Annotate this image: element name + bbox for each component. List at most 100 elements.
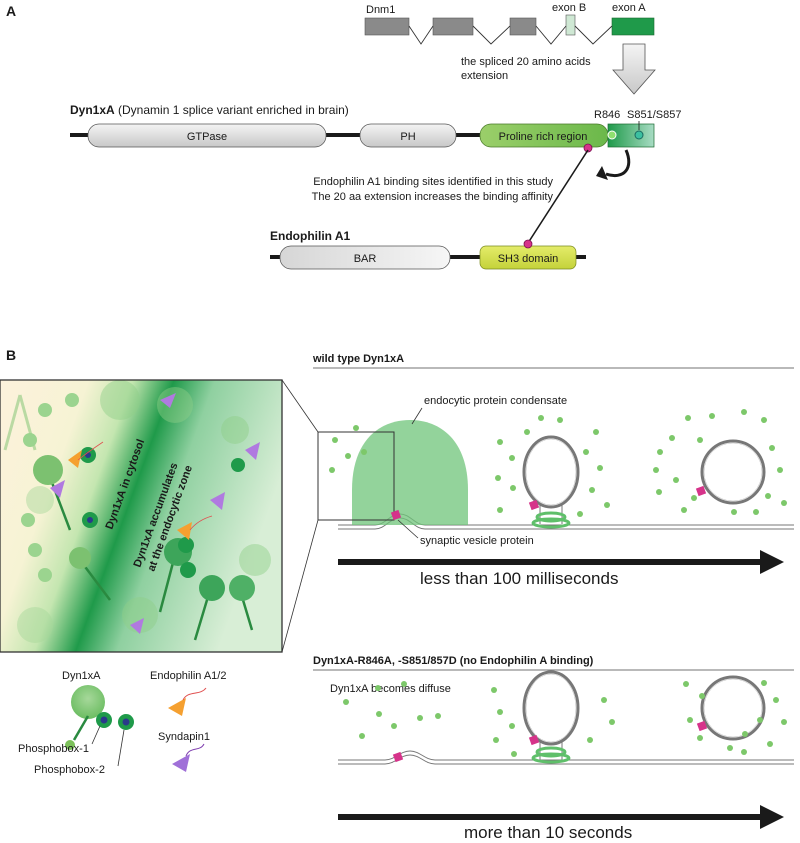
- mutant-dynamin-ring-2: [531, 752, 571, 764]
- binding-note-1: Endophilin A1 binding sites identified i…: [313, 176, 553, 188]
- gene-name: Dnm1: [366, 4, 395, 16]
- wild-type-section: wild type Dyn1xA endocytic protein conde…: [312, 353, 794, 588]
- ph-domain: [359, 123, 457, 148]
- mutant-free-vesicle-inner: [703, 678, 763, 738]
- intron-line-2: [472, 25, 511, 45]
- mutant-time-arrow-head: [760, 805, 784, 829]
- dyn1xa-title: Dyn1xA (Dynamin 1 splice variant enriche…: [70, 103, 349, 117]
- panel-b-legend: Dyn1xA Phosphobox-1 Phosphobox-2 Endophi…: [18, 670, 226, 776]
- wt-time-arrow-head: [760, 550, 784, 574]
- legend-syndapin-tail: [185, 743, 205, 757]
- legend-endophilin-icon: [168, 698, 186, 716]
- mutant-budding-vesicle: [522, 670, 580, 746]
- wt-vesicle-protein-2: [528, 499, 540, 511]
- binding-note-2: The 20 aa extension increases the bindin…: [312, 191, 554, 203]
- intron-line-4: [574, 25, 613, 45]
- proline-binding-site-marker: [583, 143, 593, 153]
- wt-dyn1xa-dots: [329, 409, 787, 517]
- bar-label: BAR: [354, 253, 377, 265]
- wt-timescale-label: less than 100 milliseconds: [420, 569, 618, 588]
- legend-phosphobox-2-label: Phosphobox-2: [34, 764, 105, 776]
- wt-condensate: [352, 420, 468, 525]
- mutant-membrane-bottom: [338, 754, 794, 765]
- exon-2: [432, 17, 474, 36]
- mutant-section: Dyn1xA-R846A, -S851/857D (no Endophilin …: [313, 655, 794, 842]
- legend-dyn1xa-label: Dyn1xA: [62, 670, 101, 682]
- binding-connector-line: [527, 149, 589, 244]
- mutant-free-vesicle: [700, 675, 766, 741]
- extension-note-2: extension: [461, 70, 508, 82]
- exon-b-label: exon B: [552, 2, 586, 14]
- legend-syndapin-label: Syndapin1: [158, 731, 210, 743]
- r846-site-marker: [607, 130, 617, 140]
- legend-phosphobox-1-leader: [91, 725, 101, 745]
- panel-b-label: B: [6, 347, 16, 363]
- mutant-vesicle-protein-3: [696, 720, 708, 732]
- wt-budding-vesicle: [522, 435, 580, 509]
- panel-a-label: A: [6, 3, 16, 19]
- wt-vesicle-protein-label: synaptic vesicle protein: [420, 535, 534, 547]
- mutant-dynamin-ring-1: [535, 746, 567, 758]
- legend-phosphobox-2-leader: [117, 729, 125, 767]
- mutant-membrane-top: [338, 750, 794, 761]
- legend-dyn1xa-stem: [72, 715, 90, 741]
- mutant-title: Dyn1xA-R846A, -S851/857D (no Endophilin …: [313, 655, 594, 667]
- intron-lines: [408, 25, 434, 45]
- gtpase-label: GTPase: [187, 131, 227, 143]
- sh3-label: SH3 domain: [498, 253, 559, 265]
- wt-budding-vesicle-inner: [525, 438, 577, 506]
- inset-endophilin-markers: [68, 441, 213, 540]
- wt-title: wild type Dyn1xA: [312, 353, 404, 365]
- legend-phosphobox-1-label: Phosphobox-1: [18, 743, 89, 755]
- ph-label: PH: [400, 131, 415, 143]
- dyn1xa-protein: Dyn1xA (Dynamin 1 splice variant enriche…: [70, 103, 681, 180]
- dnm1-gene-structure: Dnm1 exon B exon A the spliced 20 amino …: [364, 2, 656, 95]
- inset-syndapin-markers: [50, 393, 260, 634]
- site-r846-label: R846: [594, 109, 620, 121]
- inset-dyn1xa-molecules: [21, 393, 255, 641]
- legend-syndapin-icon: [172, 754, 190, 772]
- legend-dyn1xa-tail: [65, 740, 75, 750]
- legend-phosphobox-1-dot: [100, 716, 108, 724]
- wt-free-vesicle-inner: [703, 442, 763, 502]
- affinity-curved-arrow: [605, 149, 631, 177]
- exon-a-box: [611, 17, 655, 36]
- wt-vesicle-protein-leader: [397, 519, 419, 539]
- intron-line-3: [535, 25, 567, 45]
- mutant-timescale-label: more than 10 seconds: [464, 823, 632, 842]
- extension-note-1: the spliced 20 amino acids: [461, 56, 591, 68]
- wt-vesicle-protein-1: [390, 509, 402, 521]
- wt-condensate-label: endocytic protein condensate: [424, 395, 567, 407]
- wt-vesicle-protein-3: [695, 485, 707, 497]
- legend-dyn1xa-head: [71, 685, 105, 719]
- mutant-budding-vesicle-inner: [525, 673, 577, 743]
- inset-faint-molecules: [3, 380, 271, 643]
- exon-1: [364, 17, 410, 36]
- legend-endophilin-label: Endophilin A1/2: [150, 670, 226, 682]
- inset-background: [0, 380, 282, 652]
- exon-b-box: [565, 14, 576, 36]
- wt-zoom-box: [317, 431, 395, 521]
- inset-frame: [0, 379, 283, 653]
- wt-free-vesicle: [700, 439, 766, 505]
- wt-dynamin-ring-1: [535, 511, 567, 523]
- endophilin-title: Endophilin A1: [270, 229, 351, 243]
- s851-site-marker: [634, 130, 644, 140]
- splice-down-arrow: [612, 43, 656, 95]
- bar-domain: [279, 245, 451, 270]
- mutant-dyn1xa-dots: [343, 680, 787, 757]
- proline-rich-label: Proline rich region: [499, 131, 588, 143]
- gtpase-domain: [87, 123, 327, 148]
- endophilin-protein: Endophilin A1 BAR SH3 domain: [270, 229, 586, 270]
- exon-3: [509, 17, 537, 36]
- legend-phosphobox-2-dot: [122, 718, 130, 726]
- mutant-vesicle-protein-2: [528, 734, 540, 746]
- wt-dynamin-ring-2: [531, 517, 571, 529]
- inset-zoom: Dyn1xA in cytosol Dyn1xA accumulates at …: [0, 379, 283, 653]
- zoom-line-top: [281, 379, 319, 433]
- site-s851-label: S851/S857: [627, 109, 681, 121]
- sh3-binding-site-marker: [523, 239, 533, 249]
- zoom-line-bottom: [281, 519, 319, 653]
- wt-condensate-leader: [411, 407, 423, 425]
